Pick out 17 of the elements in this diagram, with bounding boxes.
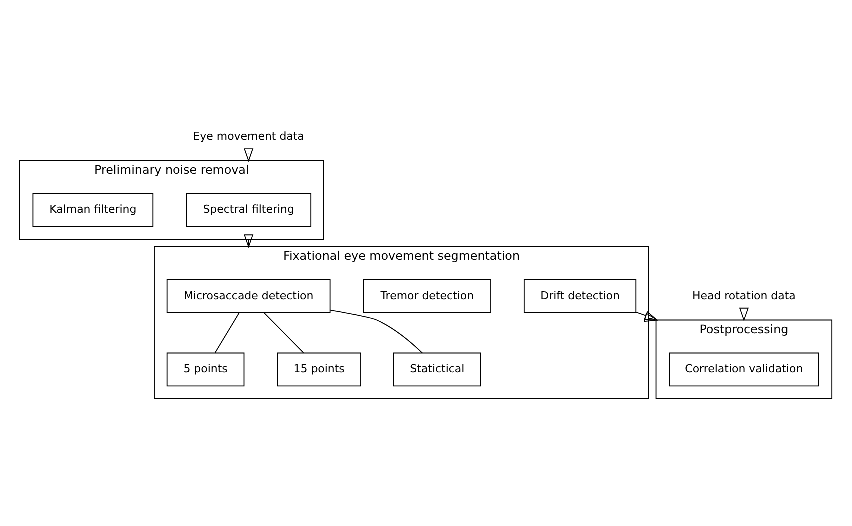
node-box: Drift detection [524, 279, 637, 313]
arrow [244, 234, 254, 248]
node-box: Spectral filtering [186, 192, 312, 227]
node-box: 5 points [166, 352, 245, 386]
node-box: Correlation validation [669, 352, 820, 386]
connector [264, 312, 304, 353]
node-text: Eye movement data [193, 129, 304, 142]
node-box: Tremor detection [363, 279, 492, 313]
arrow [739, 307, 749, 322]
connector [214, 312, 240, 353]
arrow [244, 148, 254, 162]
node-box: Kalman filtering [32, 192, 154, 227]
node-box: 15 points [277, 352, 362, 386]
connector [330, 309, 423, 354]
node-box: Microsaccade detection [166, 279, 331, 313]
node-box: Statictical [394, 352, 482, 386]
node-text: Head rotation data [692, 288, 796, 302]
